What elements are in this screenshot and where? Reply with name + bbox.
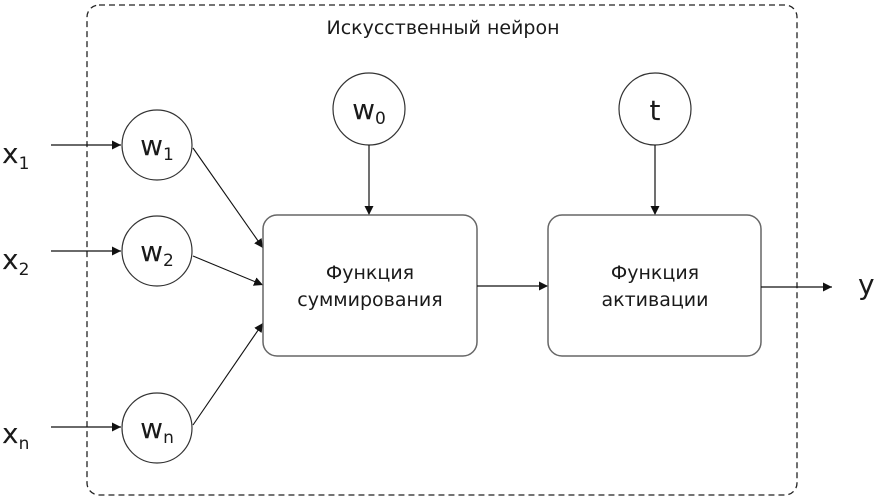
threshold-t: t [618, 72, 692, 146]
svg-text:активации: активации [601, 289, 708, 311]
arrow-w2-sum [192, 255, 264, 286]
weight-wn: wn [121, 392, 193, 464]
svg-text:w0: w0 [352, 93, 386, 129]
input-x1: x1 [2, 137, 29, 174]
svg-text:Функция: Функция [611, 262, 699, 284]
neuron-title: Искусственный нейрон [326, 17, 559, 39]
svg-text:x1: x1 [2, 137, 29, 174]
svg-text:w2: w2 [140, 235, 174, 271]
svg-text:Функция: Функция [326, 262, 414, 284]
input-xn: xn [2, 417, 29, 454]
neuron-boundary [86, 4, 798, 496]
input-x2: x2 [2, 243, 29, 280]
svg-text:w1: w1 [140, 129, 174, 165]
svg-text:суммирования: суммирования [297, 289, 442, 311]
arrow-w1-sum [192, 147, 264, 249]
weight-w1: w1 [121, 109, 193, 181]
output-y: y [858, 268, 875, 301]
svg-text:wn: wn [140, 412, 174, 448]
activation-block: Функция активации [547, 214, 762, 357]
summation-block: Функция суммирования [262, 214, 478, 357]
svg-text:xn: xn [2, 417, 29, 454]
weight-w2: w2 [121, 215, 193, 287]
svg-text:t: t [650, 94, 661, 127]
svg-text:x2: x2 [2, 243, 29, 280]
bias-w0: w0 [332, 72, 406, 146]
arrow-wn-sum [192, 322, 264, 426]
